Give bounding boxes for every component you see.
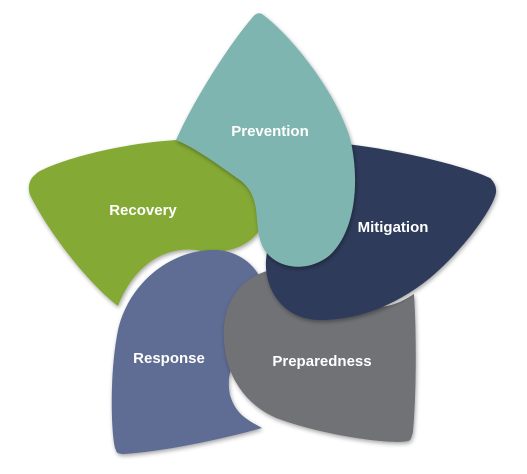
petal-response-shape [111, 249, 266, 454]
petal-recovery: Recovery [28, 139, 267, 306]
petal-label-preparedness: Preparedness [272, 353, 371, 370]
petal-recovery-shape [28, 139, 267, 306]
petal-label-response: Response [133, 350, 205, 367]
petal-prevention: Prevention [176, 13, 356, 267]
petal-mitigation-shape [265, 144, 497, 320]
petal-response: Response [111, 249, 266, 454]
petal-label-mitigation: Mitigation [358, 219, 429, 236]
petal-label-prevention: Prevention [231, 123, 309, 140]
petal-mitigation: Mitigation [265, 144, 497, 320]
petal-prevention-shape [176, 13, 356, 267]
petal-label-recovery: Recovery [109, 202, 177, 219]
